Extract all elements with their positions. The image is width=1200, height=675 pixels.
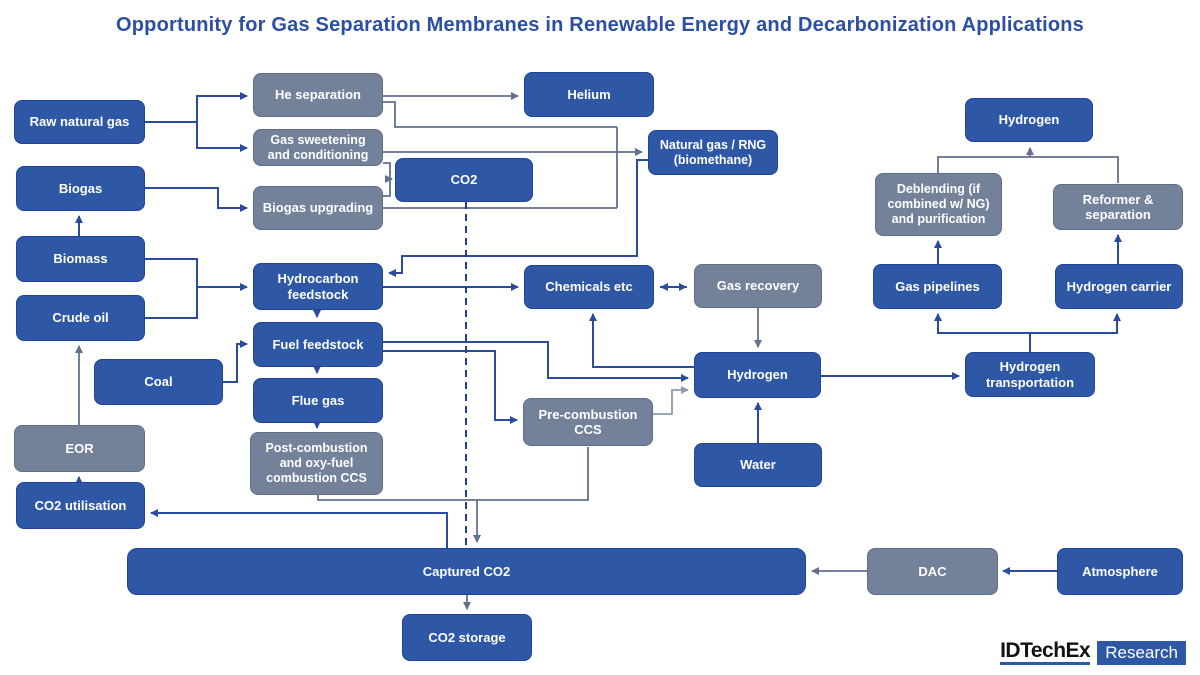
page-title: Opportunity for Gas Separation Membranes… <box>115 14 1085 36</box>
node-hydrocarbon-feedstock: Hydrocarbon feedstock <box>253 263 383 310</box>
node-reformer-separation: Reformer & separation <box>1053 184 1183 230</box>
node-dac: DAC <box>867 548 998 595</box>
node-deblending: Deblending (if combined w/ NG) and purif… <box>875 173 1002 236</box>
node-hydrogen-mid: Hydrogen <box>694 352 821 398</box>
node-post-combustion-ccs: Post-combustion and oxy-fuel combustion … <box>250 432 383 495</box>
node-he-separation: He separation <box>253 73 383 117</box>
node-atmosphere: Atmosphere <box>1057 548 1183 595</box>
node-helium: Helium <box>524 72 654 117</box>
light-connectors <box>652 386 689 415</box>
node-eor: EOR <box>14 425 145 472</box>
idtechex-logo: IDTechEx Research <box>1000 640 1186 665</box>
logo-brand-text: IDTechEx <box>1000 640 1091 665</box>
node-co2: CO2 <box>395 158 533 202</box>
node-pre-combustion-ccs: Pre-combustion CCS <box>523 398 653 446</box>
node-hydrogen-carrier: Hydrogen carrier <box>1055 264 1183 309</box>
node-water: Water <box>694 443 822 487</box>
node-gas-pipelines: Gas pipelines <box>873 264 1002 309</box>
gray-connectors <box>75 92 1119 610</box>
node-biogas: Biogas <box>16 166 145 211</box>
node-captured-co2: Captured CO2 <box>127 548 806 595</box>
node-natural-gas-rng: Natural gas / RNG (biomethane) <box>648 130 778 175</box>
node-gas-sweetening: Gas sweetening and conditioning <box>253 129 383 166</box>
node-coal: Coal <box>94 359 223 405</box>
node-crude-oil: Crude oil <box>16 295 145 341</box>
node-gas-recovery: Gas recovery <box>694 264 822 308</box>
node-co2-utilisation: CO2 utilisation <box>16 482 145 529</box>
node-hydrogen-top: Hydrogen <box>965 98 1093 142</box>
node-biogas-upgrading: Biogas upgrading <box>253 186 383 230</box>
node-hydrogen-transportation: Hydrogen transportation <box>965 352 1095 397</box>
node-raw-natural-gas: Raw natural gas <box>14 100 145 144</box>
node-co2-storage: CO2 storage <box>402 614 532 661</box>
node-fuel-feedstock: Fuel feedstock <box>253 322 383 367</box>
node-biomass: Biomass <box>16 236 145 282</box>
logo-research-badge: Research <box>1097 640 1186 665</box>
node-flue-gas: Flue gas <box>253 378 383 423</box>
node-chemicals-etc: Chemicals etc <box>524 265 654 309</box>
blue-connectors <box>75 92 1122 575</box>
